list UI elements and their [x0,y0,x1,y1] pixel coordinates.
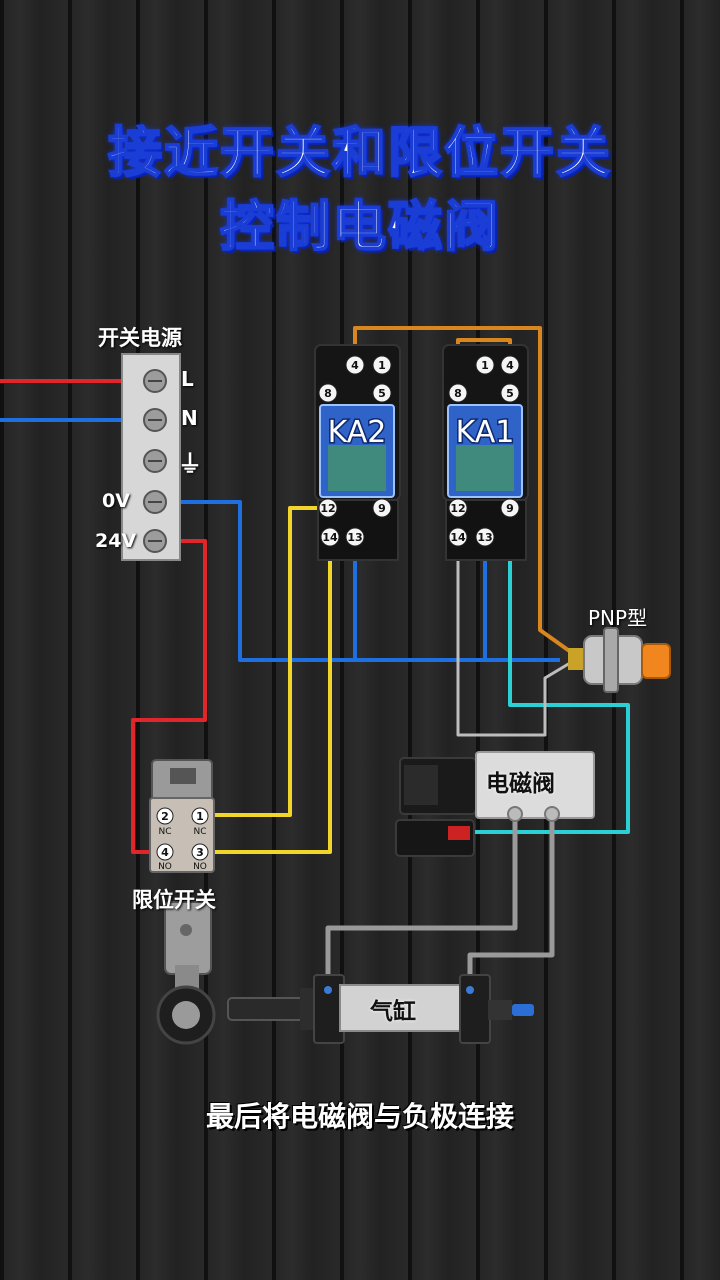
power-terminal-block [121,353,181,561]
wire-sensor [353,326,577,657]
air-tube-a [325,815,518,985]
wire-limit-3 [210,545,332,854]
sensor-label: PNP型 [588,606,648,630]
caption: 最后将电磁阀与负极连接 [205,1100,514,1133]
air-cylinder [227,974,534,1044]
ka2-pin-t1: 1 [378,359,386,372]
limit-switch-label: 限位开关 [132,888,216,912]
air-tube-b [467,815,555,985]
ka1-pin-t2: 8 [454,387,462,400]
limit-pin-label-nc-2: NC [193,827,206,837]
ka1-pin-t1: 4 [506,359,514,372]
ka2-pin-t3: 5 [378,387,386,400]
terminal-0v-label: 0V [102,490,130,512]
limit-pin-label-no-1: NO [158,862,172,872]
title-line-2: 控制电磁阀 [219,194,500,259]
ka2-pin-b3: 13 [347,531,362,544]
relay-ka2-label: KA2 [328,415,387,450]
solenoid-valve [395,751,595,857]
terminal-N-label: N [181,406,198,430]
relay-ka1-label: KA1 [456,415,515,450]
proximity-sensor [568,627,671,693]
limit-switch-pins: 2 1 4 3 [161,810,204,859]
ka1-pin-b1: 9 [506,502,514,515]
terminal-screws [143,369,167,553]
limit-pin-4: 4 [161,846,169,859]
relay-ka2 [314,344,401,561]
valve-label: 电磁阀 [486,771,555,797]
terminal-24v-label: 24V [95,530,137,552]
wire-24v [131,539,207,854]
ka2-pin-b2: 14 [322,531,338,544]
ka2-pin-b1: 9 [378,502,386,515]
wire-limit-1 [210,506,328,817]
ka1-pin-t0: 1 [481,359,489,372]
ka1-pin-b3: 13 [477,531,492,544]
cylinder-label: 气缸 [370,999,416,1025]
relay-pin-labels: 4 1 8 5 12 9 14 13 1 4 8 5 12 9 14 13 [320,359,514,544]
limit-switch-pin-labels: NC NC NO NO [158,827,207,872]
wire-valve [470,508,630,834]
wire-negative [456,545,576,737]
ka1-pin-b0: 12 [450,502,465,515]
terminal-L-label: L [181,367,194,391]
wire-0v [158,500,560,662]
title-line-1: 接近开关和限位开关 [107,120,612,185]
ka1-pin-b2: 14 [450,531,466,544]
limit-pin-3: 3 [196,846,204,859]
limit-pin-2: 2 [161,810,169,823]
limit-pin-1: 1 [196,810,204,823]
power-supply-label: 开关电源 [98,326,182,350]
limit-pin-label-no-2: NO [193,862,207,872]
ka2-pin-t0: 4 [351,359,359,372]
limit-pin-label-nc-1: NC [158,827,171,837]
ka1-pin-t3: 5 [506,387,514,400]
ka2-pin-t2: 8 [324,387,332,400]
terminal-ground-label: ⏚ [178,450,202,478]
ka2-pin-b0: 12 [320,502,335,515]
